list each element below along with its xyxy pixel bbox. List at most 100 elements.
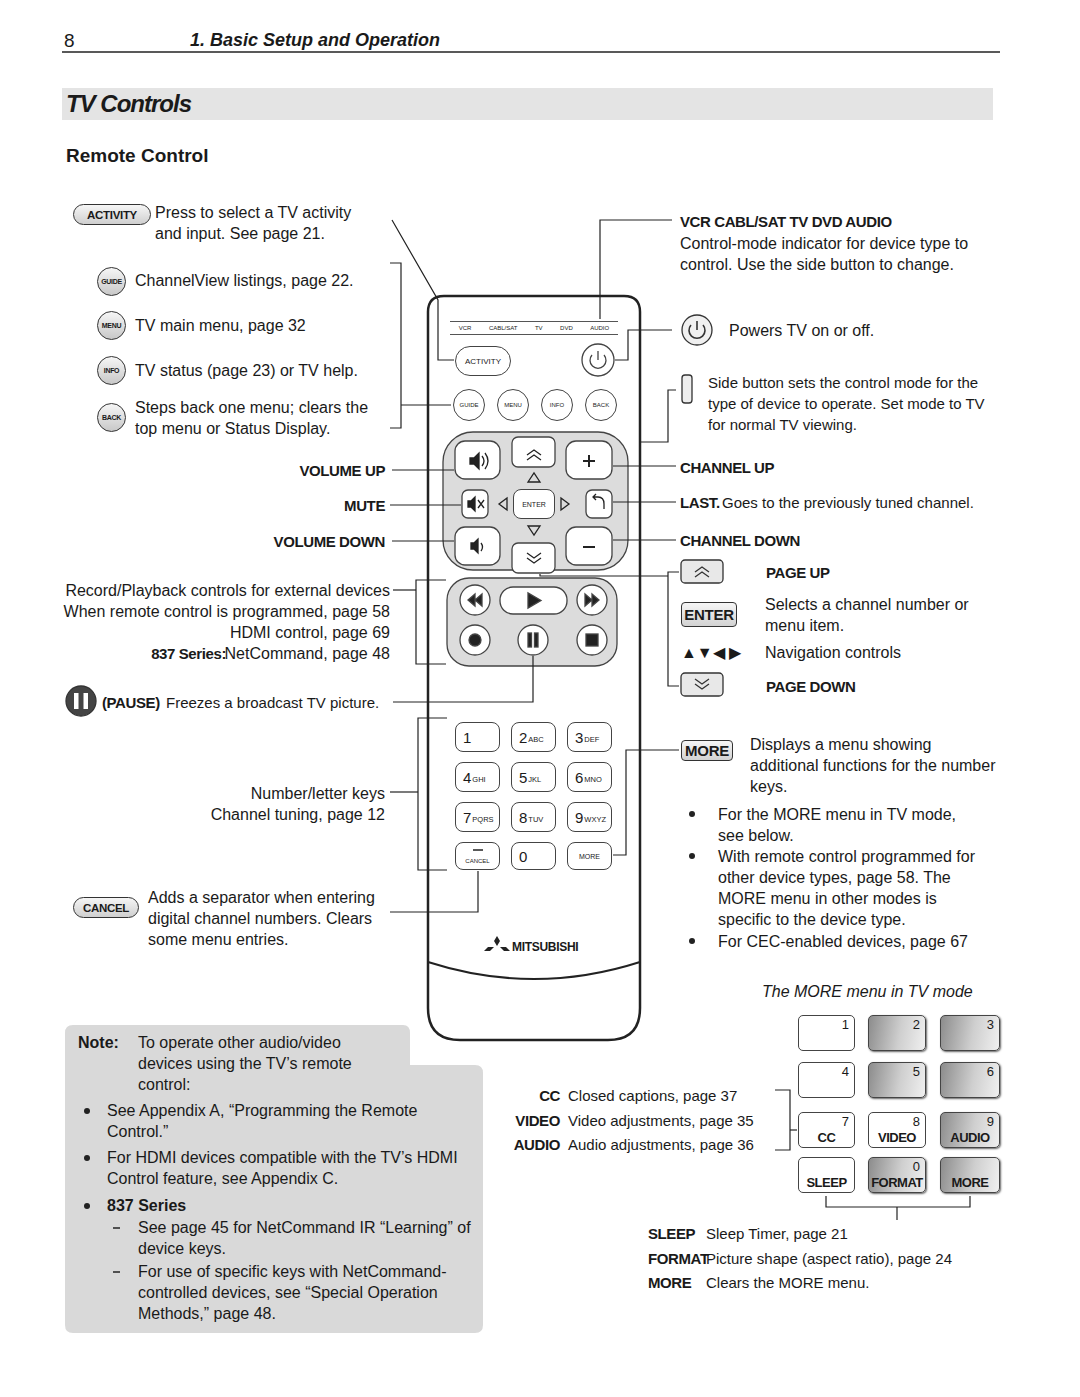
more-key: 8VIDEO (868, 1112, 926, 1148)
nav-icons (468, 497, 475, 511)
note-panel: Note:To operate other audio/video device… (65, 1025, 483, 1333)
node-text: 7 (842, 1114, 849, 1129)
title-band (62, 88, 993, 120)
key-icons (66, 686, 96, 716)
cancel-mark (473, 849, 483, 851)
playback-panel (518, 625, 548, 655)
leader-lines (613, 750, 679, 855)
node-text: MENU (102, 322, 121, 329)
node-text: TV (535, 325, 543, 331)
node-text: 8 (519, 809, 527, 826)
callout-text: VCR CABL/SAT TV DVD AUDIO (680, 211, 892, 232)
bullet-dots (689, 938, 695, 944)
button-icon: GUIDE (97, 267, 126, 296)
leader-lines (775, 1090, 790, 1150)
button-icon: CANCEL (73, 897, 139, 918)
node-text: To operate other audio/video devices usi… (138, 1032, 388, 1095)
nav-icons (528, 473, 540, 482)
node-text: MORE (685, 742, 729, 759)
callout-text: Control-mode indicator for device type t… (680, 233, 1000, 275)
number-key: 0 (511, 842, 556, 870)
nav-panel (462, 490, 488, 518)
key-icons (682, 375, 692, 403)
node-text: BACK (593, 402, 609, 408)
more-key: 9AUDIO (940, 1112, 1000, 1148)
leader-lines (393, 656, 533, 702)
node-text: AUDIO (941, 1130, 999, 1145)
callout-text: Remote Control (66, 145, 209, 166)
bullet-dots (689, 853, 695, 859)
nav-panel (455, 441, 500, 479)
playback-panel (535, 633, 539, 647)
callout-text: HDMI control, page 69 (230, 622, 390, 643)
node-text: ABC (528, 735, 543, 744)
brand-logo (484, 947, 494, 951)
callout-text: With remote control programmed for other… (718, 846, 988, 930)
leader-lines (600, 220, 672, 319)
node-text: CANCEL (465, 858, 489, 864)
number-key: 4GHI (455, 762, 500, 792)
callout-text: MORE (648, 1272, 691, 1293)
callout-text: VOLUME UP (299, 460, 385, 481)
node-text: BACK (102, 414, 121, 421)
callout-text: Audio adjustments, page 36 (568, 1134, 754, 1155)
more-key: MORE (940, 1157, 1000, 1193)
node-text: ACTIVITY (87, 209, 137, 221)
node-text: INFO (550, 402, 564, 408)
more-key: 4 (798, 1062, 855, 1098)
mode-indicator: VCRCABL/SATTVDVDAUDIO (450, 321, 618, 335)
node-text: MORE (941, 1175, 999, 1190)
node-text: 8 (913, 1114, 920, 1129)
remote-body (428, 296, 640, 1040)
node-text: 9 (575, 809, 583, 826)
remote-body (428, 962, 640, 979)
callout-text: Picture shape (aspect ratio), page 24 (706, 1248, 952, 1269)
button-icon: BACK (97, 403, 126, 432)
callout-text: MUTE (344, 495, 385, 516)
node-text: CABL/SAT (489, 325, 518, 331)
callout-text: SLEEP (648, 1223, 695, 1244)
more-key: 6 (940, 1062, 1000, 1098)
node-text: See Appendix A, “Programming the Remote … (107, 1100, 467, 1142)
playback-panel (577, 585, 607, 615)
leader-lines (540, 574, 668, 576)
remote-button: BACK (585, 389, 617, 421)
nav-icons (470, 453, 479, 469)
node-text: For HDMI devices compatible with the TV’… (107, 1147, 467, 1189)
node-text: 2 (913, 1017, 920, 1032)
callout-text: VIDEO (515, 1110, 560, 1131)
callout-text: Side button sets the control mode for th… (708, 372, 988, 435)
key-icons (84, 693, 89, 709)
callout-text: Adds a separator when entering digital c… (148, 887, 388, 950)
playback-panel (447, 578, 617, 666)
playback-panel (460, 585, 490, 615)
key-icons (74, 693, 79, 709)
playback-panel (447, 578, 617, 666)
nav-panel (586, 490, 612, 518)
callout-text: TV main menu, page 32 (135, 315, 306, 336)
leader-lines (393, 589, 416, 590)
leader-lines (790, 1129, 797, 1130)
nav-panel (566, 527, 612, 565)
node-text: 2 (519, 729, 527, 746)
callout-text: Steps back one menu; clears the top menu… (135, 397, 390, 439)
leader-lines (613, 465, 676, 466)
leader-lines (390, 871, 478, 912)
key-icons (682, 315, 712, 345)
more-key: 3 (940, 1015, 1000, 1051)
number-key: CANCEL (455, 842, 500, 870)
leader-lines (390, 504, 461, 505)
more-key: 1 (798, 1015, 855, 1051)
callout-text: MITSUBISHI (512, 937, 578, 958)
brand-logo (494, 936, 500, 946)
callout-text: Freezes a broadcast TV picture. (166, 692, 379, 713)
node-text: ENTER (684, 606, 733, 623)
callout-text: FORMAT (648, 1248, 709, 1269)
nav-panel (566, 441, 612, 479)
node-text: GUIDE (459, 402, 478, 408)
key-icons (681, 673, 723, 696)
cancel-mark (473, 849, 483, 851)
leader-lines (613, 539, 676, 540)
node-text: WXYZ (584, 815, 606, 824)
